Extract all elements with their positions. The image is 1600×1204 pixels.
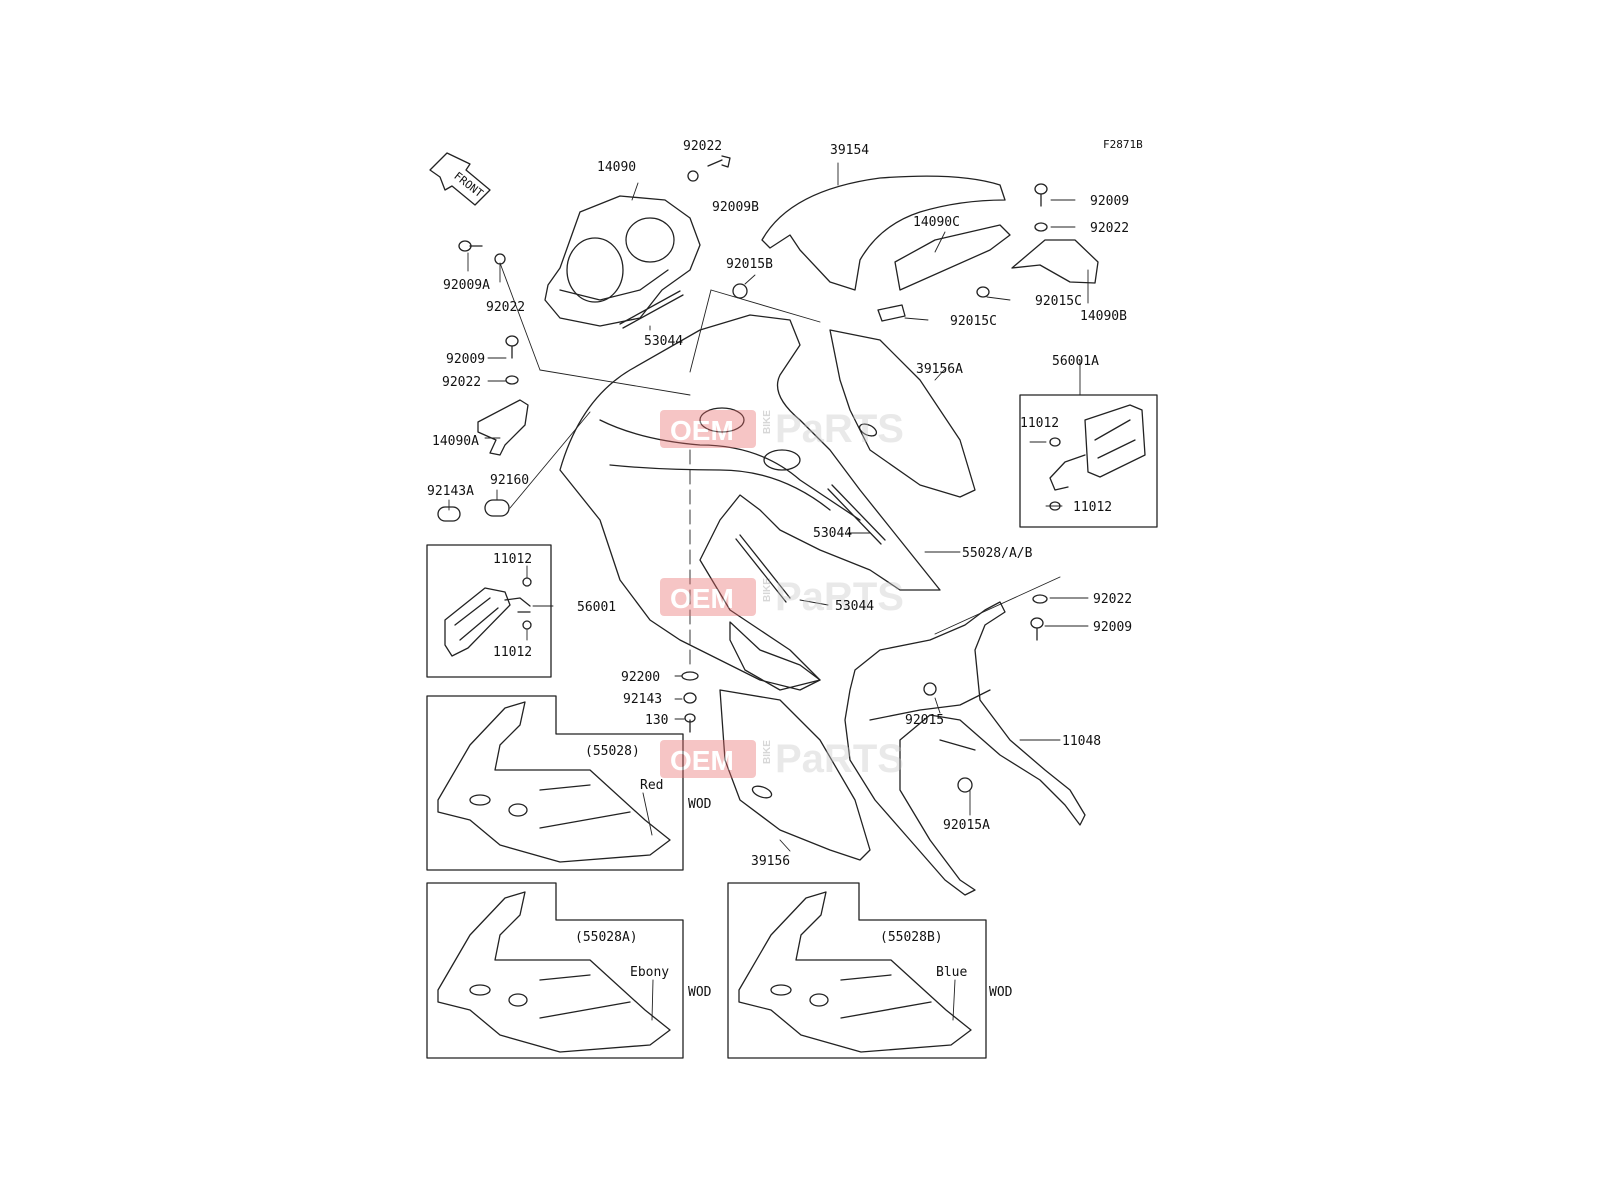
label-92022-left2: 92022 bbox=[442, 375, 481, 390]
label-92143: 92143 bbox=[623, 692, 662, 707]
svg-text:OEM: OEM bbox=[670, 415, 734, 446]
variant-fairing-55028A bbox=[437, 891, 671, 1053]
svg-text:PaRTS: PaRTS bbox=[775, 737, 904, 781]
strip-53044-low bbox=[739, 534, 791, 599]
label-14090B: 14090B bbox=[1080, 309, 1127, 324]
variant-wod-55028A: WOD bbox=[688, 985, 712, 1000]
label-55028AB: 55028/A/B bbox=[962, 546, 1033, 561]
label-39156: 39156 bbox=[751, 854, 790, 869]
bracket-14090A bbox=[477, 399, 529, 456]
variant-code-55028: (55028) bbox=[585, 744, 640, 759]
mirror-56001 bbox=[444, 587, 531, 657]
label-92160: 92160 bbox=[490, 473, 529, 488]
label-53044-mid: 53044 bbox=[813, 526, 852, 541]
label-130: 130 bbox=[645, 713, 668, 728]
label-11012-right-2: 11012 bbox=[1073, 500, 1112, 515]
label-92022-top-right: 92022 bbox=[1090, 221, 1129, 236]
mirror-56001A bbox=[1049, 404, 1146, 491]
hardware bbox=[458, 155, 1061, 793]
fairing-main bbox=[559, 314, 941, 691]
label-14090: 14090 bbox=[597, 160, 636, 175]
watermark-1: OEM BIKE PaRTS bbox=[660, 407, 904, 451]
svg-text:PaRTS: PaRTS bbox=[775, 575, 904, 619]
variant-code-55028B: (55028B) bbox=[880, 930, 943, 945]
label-92015C-b: 92015C bbox=[950, 314, 997, 329]
variant-color-red: Red bbox=[640, 778, 663, 793]
watermark-3: OEM BIKE PaRTS bbox=[660, 737, 904, 781]
variant-wod-55028B: WOD bbox=[989, 985, 1013, 1000]
label-53044-low: 53044 bbox=[835, 599, 874, 614]
variant-fairing-55028 bbox=[437, 701, 671, 863]
label-92009-right: 92009 bbox=[1093, 620, 1132, 635]
label-92009A: 92009A bbox=[443, 278, 490, 293]
label-92022-right: 92022 bbox=[1093, 592, 1132, 607]
label-56001A: 56001A bbox=[1052, 354, 1099, 369]
label-92009-left: 92009 bbox=[446, 352, 485, 367]
variant-code-55028A: (55028A) bbox=[575, 930, 638, 945]
variant-fairing-55028B bbox=[738, 891, 972, 1053]
label-11012-left-1: 11012 bbox=[493, 552, 532, 567]
stay-11048 bbox=[844, 601, 1086, 896]
label-92015: 92015 bbox=[905, 713, 944, 728]
panel-39156 bbox=[719, 689, 871, 861]
upper-cowl-39154 bbox=[761, 175, 1006, 291]
collar-92160 bbox=[484, 499, 510, 517]
label-92022-left: 92022 bbox=[486, 300, 525, 315]
svg-text:BIKE: BIKE bbox=[762, 578, 773, 602]
label-92015B: 92015B bbox=[726, 257, 773, 272]
variant-wod-55028: WOD bbox=[688, 797, 712, 812]
inset-frames bbox=[426, 394, 1158, 1059]
variant-color-blue: Blue bbox=[936, 965, 967, 980]
label-92009B: 92009B bbox=[712, 200, 759, 215]
label-14090C: 14090C bbox=[913, 215, 960, 230]
svg-text:PaRTS: PaRTS bbox=[775, 407, 904, 451]
label-92015C-a: 92015C bbox=[1035, 294, 1082, 309]
svg-text:BIKE: BIKE bbox=[762, 410, 773, 434]
diagram-code: F2871B bbox=[1103, 138, 1143, 151]
label-92143A: 92143A bbox=[427, 484, 474, 499]
label-92015A: 92015A bbox=[943, 818, 990, 833]
label-39154: 39154 bbox=[830, 143, 869, 158]
inner-cover-14090C bbox=[894, 224, 1011, 291]
part-labels: F2871B 14090 92022 92009B 39154 92009 92… bbox=[427, 138, 1143, 1000]
cover-14090B bbox=[1011, 239, 1099, 284]
strip-53044-top bbox=[619, 290, 681, 325]
meter-cover-14090 bbox=[544, 195, 701, 327]
label-11012-right-1: 11012 bbox=[1020, 416, 1059, 431]
label-14090A: 14090A bbox=[432, 434, 479, 449]
label-53044-top: 53044 bbox=[644, 334, 683, 349]
front-arrow: FRONT bbox=[429, 152, 491, 206]
label-56001: 56001 bbox=[577, 600, 616, 615]
label-92022-top: 92022 bbox=[683, 139, 722, 154]
watermarks: OEM BIKE PaRTS OEM BIKE PaRTS OEM BIKE P… bbox=[660, 407, 904, 781]
label-11048: 11048 bbox=[1062, 734, 1101, 749]
variant-color-ebony: Ebony bbox=[630, 965, 669, 980]
label-92009-top-right: 92009 bbox=[1090, 194, 1129, 209]
label-39156A: 39156A bbox=[916, 362, 963, 377]
svg-text:BIKE: BIKE bbox=[762, 740, 773, 764]
svg-text:OEM: OEM bbox=[670, 583, 734, 614]
strip-53044-mid bbox=[831, 484, 886, 541]
label-11012-left-2: 11012 bbox=[493, 645, 532, 660]
panel-39156A bbox=[829, 329, 976, 498]
label-92200: 92200 bbox=[621, 670, 660, 685]
watermark-2: OEM BIKE PaRTS bbox=[660, 575, 904, 619]
leader-lines bbox=[448, 162, 1089, 852]
svg-text:OEM: OEM bbox=[670, 745, 734, 776]
